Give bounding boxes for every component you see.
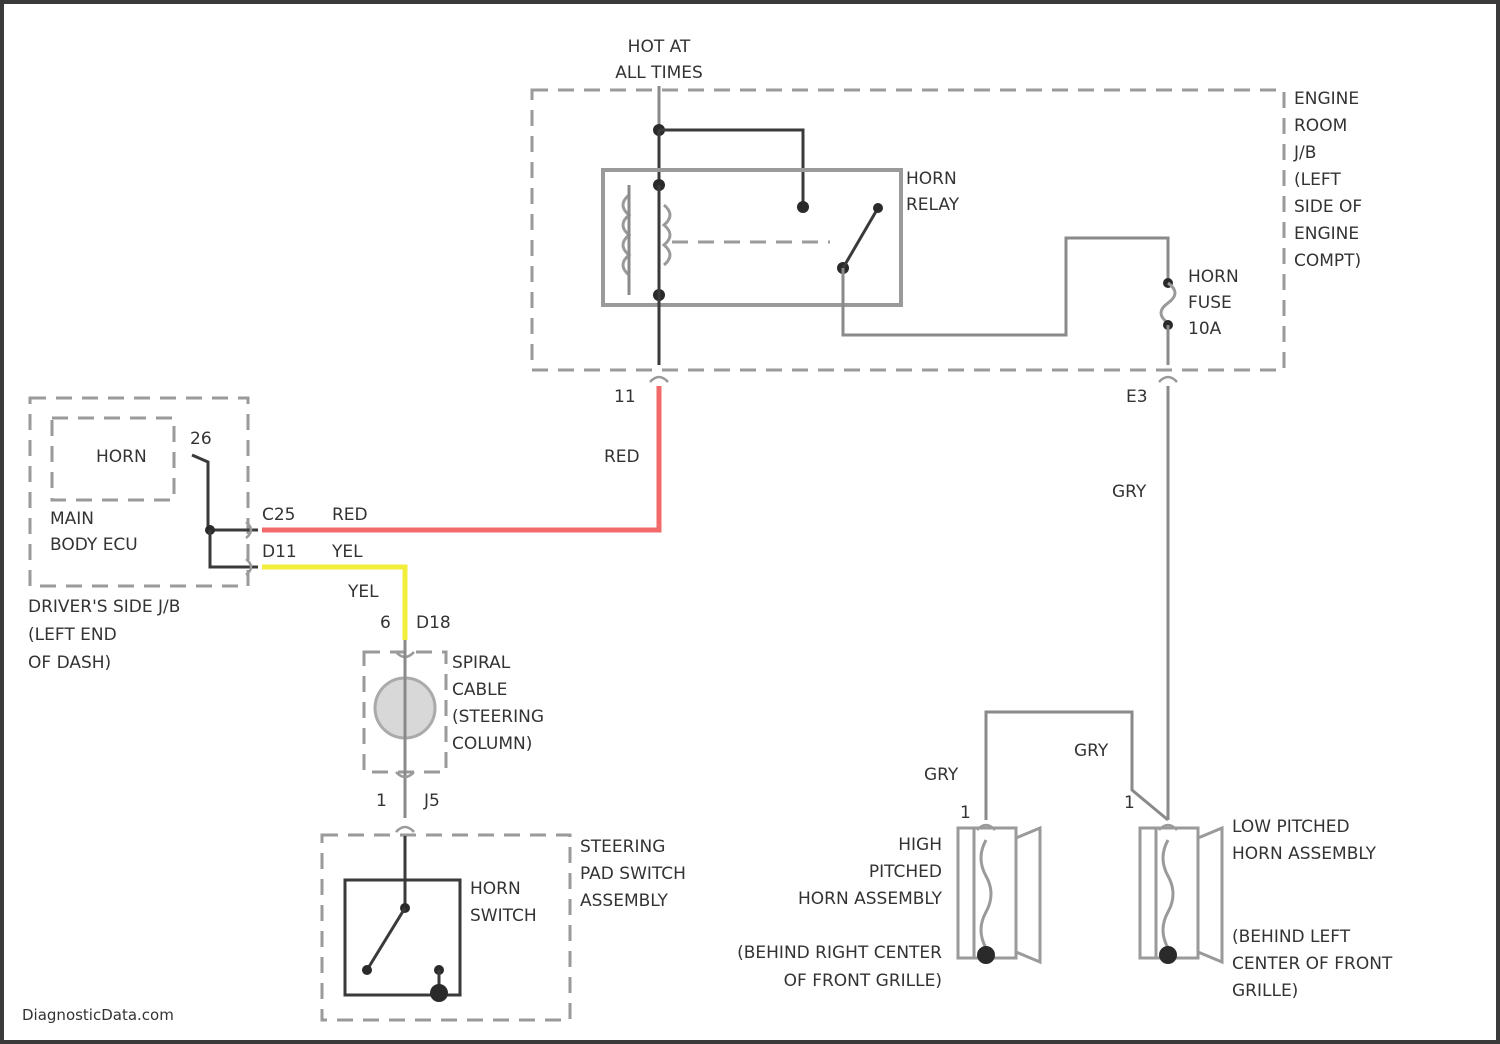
gry-wire-label: GRY — [1112, 482, 1147, 502]
high-horn-label-3: HORN ASSEMBLY — [798, 889, 943, 909]
drivers-side-jb-label-3: OF DASH) — [28, 653, 111, 673]
yel-wire-label-2: YEL — [347, 582, 379, 602]
gry-branch-wire — [986, 712, 1168, 820]
connector-11-icon — [650, 377, 668, 382]
engine-room-jb-label-2: ROOM — [1294, 116, 1347, 136]
yel-wire-label: YEL — [331, 542, 363, 562]
high-horn-location-2: OF FRONT GRILLE) — [784, 971, 942, 991]
relay-contact-feed — [659, 130, 803, 205]
red-wire-label-2: RED — [332, 505, 368, 525]
steering-pad-label-2: PAD SWITCH — [580, 864, 686, 884]
relay-contact-dot — [797, 201, 809, 213]
high-horn-label-2: PITCHED — [869, 862, 942, 882]
high-horn-pin-label: 1 — [960, 803, 971, 823]
high-pitched-horn-icon — [958, 825, 1040, 964]
connector-d18-label: D18 — [416, 613, 451, 633]
drivers-side-jb-label-1: DRIVER'S SIDE J/B — [28, 597, 180, 617]
spiral-cable-label-3: (STEERING — [452, 707, 544, 727]
high-horn-location-1: (BEHIND RIGHT CENTER — [737, 943, 942, 963]
pin-26-label: 26 — [190, 429, 212, 449]
relay-to-fuse-wire — [843, 238, 1168, 335]
spiral-cable-label-2: CABLE — [452, 680, 507, 700]
connector-j5-icon — [396, 827, 414, 832]
spiral-cable-label-4: COLUMN) — [452, 734, 532, 754]
horn-switch-blade — [367, 908, 405, 970]
connector-c25-label: C25 — [262, 505, 296, 525]
spiral-cable-label-1: SPIRAL — [452, 653, 511, 673]
horn-fuse-label-3: 10A — [1188, 319, 1222, 339]
ecu-horn-label: HORN — [96, 447, 147, 467]
connector-d18-pin-label: 6 — [380, 613, 391, 633]
engine-room-jb-label-7: COMPT) — [1294, 251, 1361, 271]
low-horn-location-2: CENTER OF FRONT — [1232, 954, 1393, 974]
low-horn-label-1: LOW PITCHED — [1232, 817, 1350, 837]
low-horn-location-3: GRILLE) — [1232, 981, 1298, 1001]
horn-fuse-label-2: FUSE — [1188, 293, 1232, 313]
horn-switch-label-1: HORN — [470, 879, 521, 899]
connector-e3-icon — [1159, 377, 1177, 382]
horn-relay-label-1: HORN — [906, 169, 957, 189]
horn-relay-label-2: RELAY — [906, 195, 960, 215]
red-wire-label: RED — [604, 447, 640, 467]
horn-switch-ground-icon — [430, 984, 448, 1002]
engine-room-jb-label-6: ENGINE — [1294, 224, 1359, 244]
horn-switch-box — [345, 880, 460, 995]
horn-switch-pivot — [362, 965, 372, 975]
steering-pad-label-3: ASSEMBLY — [580, 891, 668, 911]
high-horn-label-1: HIGH — [898, 835, 942, 855]
pin-11-label: 11 — [614, 387, 636, 407]
steering-pad-label-1: STEERING — [580, 837, 665, 857]
engine-room-jb-label-5: SIDE OF — [1294, 197, 1362, 217]
low-pitched-horn-icon — [1140, 825, 1222, 964]
relay-switch-tip — [873, 203, 883, 213]
connector-j5-pin-label: 1 — [376, 791, 387, 811]
main-body-ecu-label-1: MAIN — [50, 509, 94, 529]
engine-room-jb-label-3: J/B — [1293, 143, 1316, 163]
red-wire — [262, 386, 659, 530]
hot-at-all-times-label-1: HOT AT — [628, 37, 691, 57]
pin-e3-label: E3 — [1126, 387, 1148, 407]
low-horn-location-1: (BEHIND LEFT — [1232, 927, 1351, 947]
gry-wire-label-low: GRY — [1074, 741, 1109, 761]
fuse-icon — [1161, 283, 1175, 323]
main-body-ecu-label-2: BODY ECU — [50, 535, 138, 555]
drivers-side-jb-boundary — [30, 398, 248, 586]
engine-room-jb-label-1: ENGINE — [1294, 89, 1359, 109]
relay-coil-icon — [664, 205, 670, 265]
ecu-yel-branch-wire — [210, 530, 258, 567]
horn-fuse-label-1: HORN — [1188, 267, 1239, 287]
connector-d11-label: D11 — [262, 542, 297, 562]
horn-relay-box — [603, 170, 901, 305]
low-horn-label-2: HORN ASSEMBLY — [1232, 844, 1377, 864]
relay-switch-blade — [843, 208, 878, 268]
watermark-text: DiagnosticData.com — [22, 1006, 174, 1024]
hot-at-all-times-label-2: ALL TIMES — [615, 63, 703, 83]
engine-room-jb-label-4: (LEFT — [1294, 170, 1341, 190]
horn-switch-label-2: SWITCH — [470, 906, 537, 926]
drivers-side-jb-label-2: (LEFT END — [28, 625, 117, 645]
low-horn-pin-label: 1 — [1124, 793, 1135, 813]
gry-wire-label-high: GRY — [924, 765, 959, 785]
connector-j5-label: J5 — [423, 791, 440, 811]
